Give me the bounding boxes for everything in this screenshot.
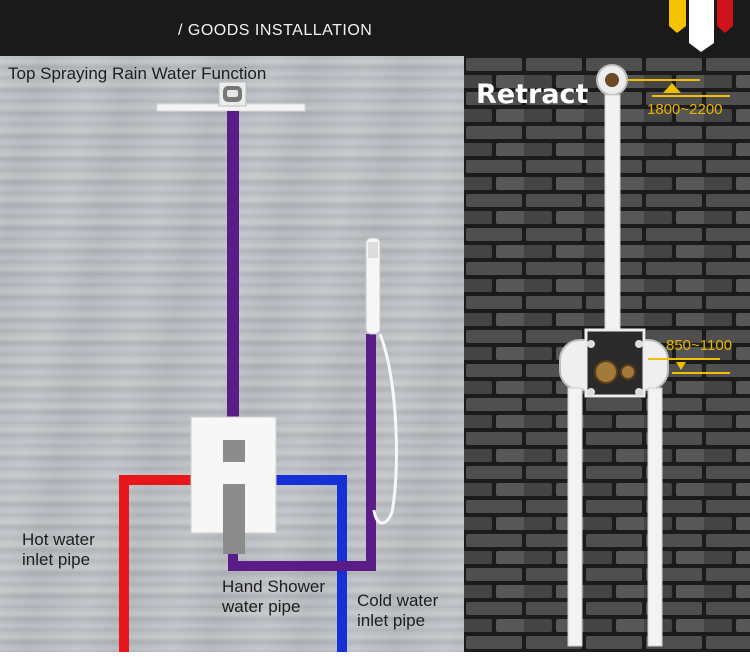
cold-water-label-line2: inlet pipe (357, 611, 426, 630)
hot-water-label-line1: Hot water (22, 530, 95, 549)
hot-water-label-line2: inlet pipe (22, 550, 91, 569)
left-supply-pipe (567, 387, 583, 647)
hot-water-pipe (119, 475, 192, 652)
rain-riser-pipe (227, 111, 239, 418)
dimension-label-lower: 850~1100 (666, 337, 733, 354)
cold-water-label: Cold water inlet pipe (357, 591, 438, 631)
right-supply-pipe (647, 387, 663, 647)
hand-shower-label: Hand Shower water pipe (222, 577, 325, 617)
page-title: / GOODS INSTALLATION (178, 22, 373, 39)
header-bar: / GOODS INSTALLATION (0, 0, 750, 56)
flag-decoration-icon (669, 0, 733, 52)
hand-shower-label-line2: water pipe (222, 597, 301, 616)
cold-water-label-line1: Cold water (357, 591, 439, 610)
concealed-valve-body (559, 328, 669, 398)
dimension-marker-lower (648, 358, 730, 374)
dimension-marker-upper (627, 79, 730, 97)
retract-title: Retract (476, 79, 589, 110)
hand-shower-label-line1: Hand Shower (222, 577, 326, 596)
bottom-border (0, 652, 750, 657)
hot-water-label: Hot water inlet pipe (22, 530, 95, 570)
cold-water-pipe (276, 475, 347, 652)
riser-pipe (604, 94, 621, 331)
hand-shower-icon (365, 237, 398, 525)
top-spraying-label: Top Spraying Rain Water Function (8, 64, 267, 83)
rain-shower-head-icon (156, 81, 306, 112)
shower-mixer-valve-icon (190, 416, 277, 554)
dimension-label-upper: 1800~2200 (647, 101, 723, 118)
